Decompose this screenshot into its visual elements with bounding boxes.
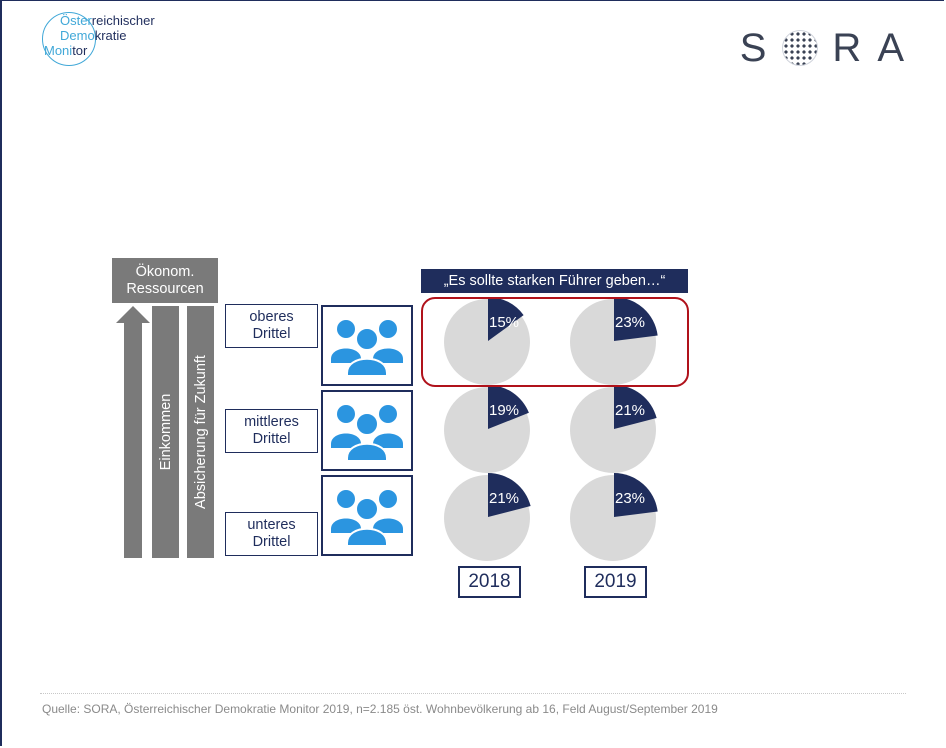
- tercile-label-line-1: oberes: [249, 309, 294, 325]
- odm-logo-line-3: Monitor: [44, 43, 88, 58]
- people-box-lower: [321, 475, 413, 556]
- sora-logo-dot-circle-icon: [782, 30, 819, 66]
- resources-label: Ökonom. Ressourcen: [112, 258, 218, 303]
- chart-title: „Es sollte starken Führer geben…“: [421, 269, 688, 293]
- sora-logo-r: R: [832, 25, 864, 70]
- people-group-icon: [331, 404, 403, 462]
- sora-logo-s: S: [739, 25, 769, 70]
- odm-logo: Österreichischer Demokratie Monitor: [40, 10, 170, 70]
- income-bar: Einkommen: [152, 306, 179, 558]
- tercile-label-line-1: unteres: [247, 517, 296, 533]
- tercile-label-line-1: mittleres: [244, 414, 299, 430]
- odm-logo-circle: [42, 12, 96, 66]
- up-arrow-shaft: [124, 322, 142, 558]
- sora-logo-a: A: [877, 25, 906, 70]
- resources-label-line-1: Ökonom.: [135, 263, 195, 280]
- sora-logo: S R A: [740, 26, 906, 70]
- income-bar-label: Einkommen: [157, 393, 174, 471]
- future-security-bar-label: Absicherung für Zukunft: [192, 355, 209, 509]
- future-security-bar: Absicherung für Zukunft: [187, 306, 214, 558]
- tercile-label-middle: mittleres Drittel: [225, 409, 318, 453]
- up-arrow-head-icon: [116, 306, 150, 323]
- odm-logo-line-1: Österreichischer: [60, 13, 155, 28]
- tercile-label-upper: oberes Drittel: [225, 304, 318, 348]
- tercile-label-line-2: Drittel: [252, 534, 291, 550]
- year-label-2019: 2019: [584, 566, 647, 598]
- footer-divider: [40, 693, 906, 694]
- highlight-frame-upper-tercile: [421, 297, 689, 387]
- odm-logo-line-2: Demokratie: [60, 28, 127, 43]
- tercile-label-lower: unteres Drittel: [225, 512, 318, 556]
- people-group-icon: [331, 319, 403, 377]
- tercile-label-line-2: Drittel: [252, 326, 291, 342]
- people-box-upper: [321, 305, 413, 386]
- people-box-middle: [321, 390, 413, 471]
- year-label-2018: 2018: [458, 566, 521, 598]
- tercile-label-line-2: Drittel: [252, 431, 291, 447]
- resources-label-line-2: Ressourcen: [126, 280, 204, 297]
- source-note: Quelle: SORA, Österreichischer Demokrati…: [42, 702, 718, 716]
- people-group-icon: [331, 489, 403, 547]
